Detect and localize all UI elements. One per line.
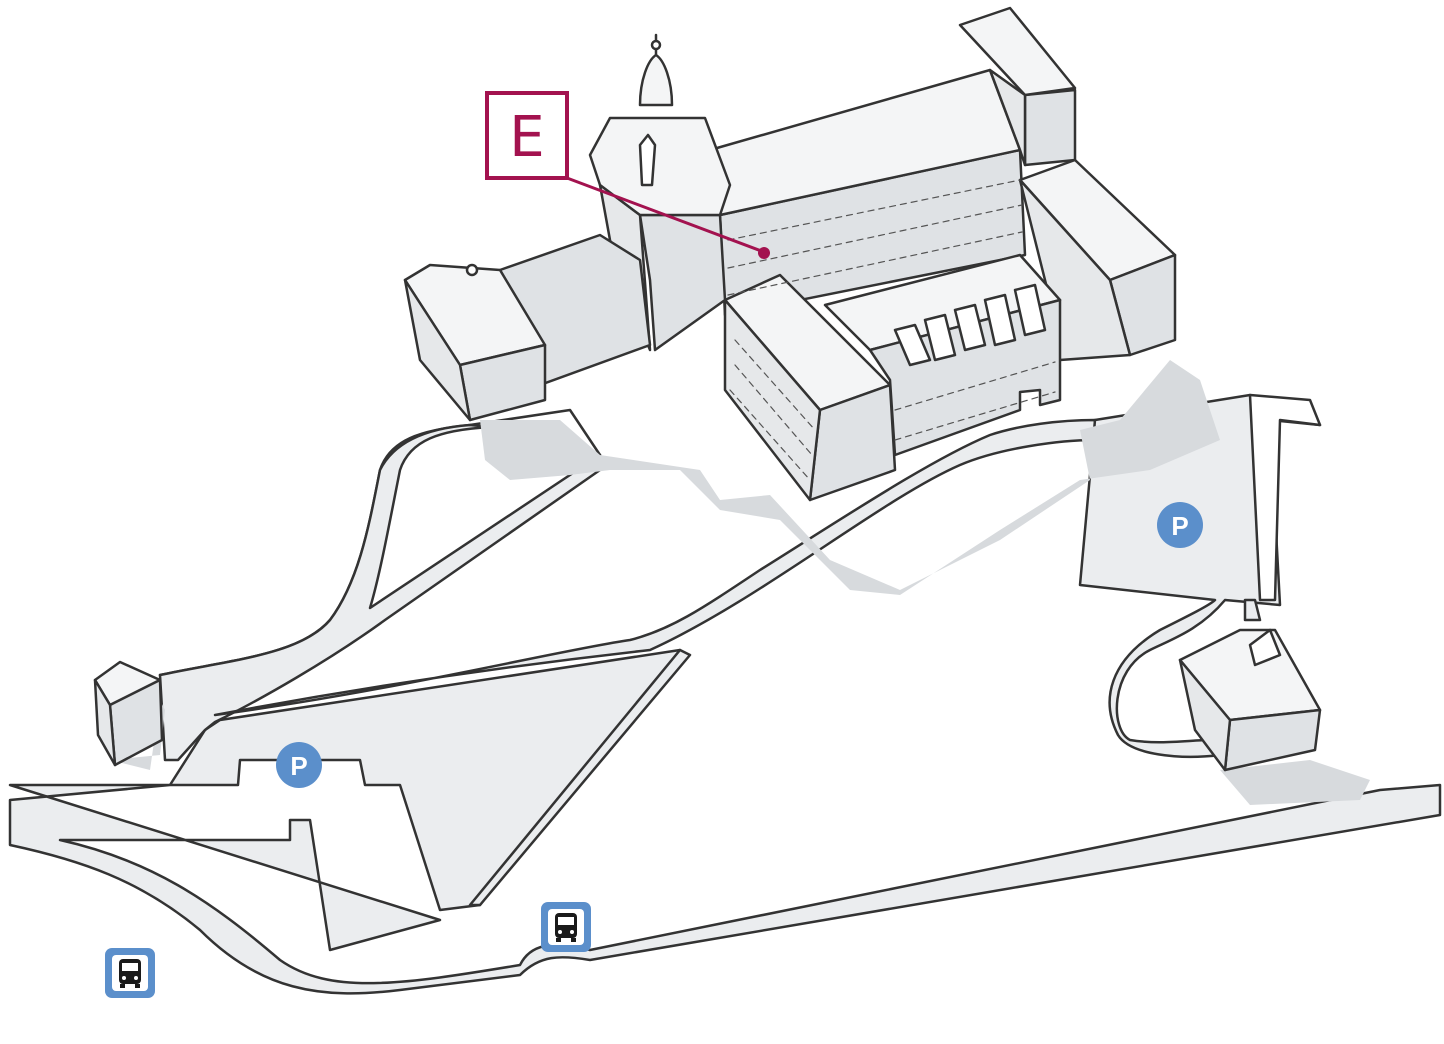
west-pavilion-side bbox=[403, 278, 472, 422]
right-drive bbox=[1248, 393, 1322, 602]
central-road bbox=[213, 418, 1097, 717]
bus-stop-marker-center[interactable] bbox=[541, 902, 591, 952]
parking-label: P bbox=[1171, 511, 1188, 541]
entrance-point bbox=[758, 247, 770, 259]
dormer-4 bbox=[983, 293, 1017, 347]
east-wing-side bbox=[1018, 178, 1132, 362]
entrance-leader-line bbox=[566, 176, 765, 254]
main-road bbox=[8, 648, 1442, 995]
entrance-label: E bbox=[509, 105, 544, 170]
left-path-fill bbox=[158, 423, 602, 762]
diagonal-road bbox=[468, 648, 692, 907]
right-drive-2 bbox=[1243, 598, 1262, 622]
east-tower-front bbox=[1023, 88, 1077, 167]
parking-label: P bbox=[290, 751, 307, 781]
tower-spire-ball bbox=[650, 39, 662, 51]
east-tower-roof bbox=[958, 6, 1077, 97]
dormer-2 bbox=[923, 313, 957, 362]
entrance-box bbox=[485, 91, 569, 180]
roads bbox=[8, 393, 1442, 995]
tower-body-front bbox=[638, 213, 727, 352]
parking-marker-right[interactable]: P bbox=[1157, 502, 1203, 548]
tower-window bbox=[638, 133, 657, 187]
east-tower-side bbox=[988, 68, 1027, 167]
dormer-3 bbox=[953, 303, 987, 352]
tower-dome bbox=[638, 53, 674, 107]
south-wing-side bbox=[723, 298, 822, 502]
bus-icon bbox=[555, 913, 577, 942]
parking-icon bbox=[1157, 502, 1203, 548]
castle bbox=[403, 6, 1177, 502]
storey-lines bbox=[727, 179, 1056, 481]
parking-marker-left[interactable]: P bbox=[276, 742, 322, 788]
dormer-5 bbox=[1013, 283, 1047, 337]
bus-stop-marker-left[interactable] bbox=[105, 948, 155, 998]
west-pavilion-finial bbox=[465, 263, 479, 277]
dormer-1 bbox=[893, 323, 932, 367]
bus-icon bbox=[119, 959, 141, 988]
tower-roof bbox=[588, 116, 732, 217]
small-house-left bbox=[93, 660, 164, 767]
small-house-right bbox=[1178, 628, 1322, 772]
parking-icon bbox=[276, 742, 322, 788]
entrance-marker[interactable]: E bbox=[485, 91, 770, 259]
